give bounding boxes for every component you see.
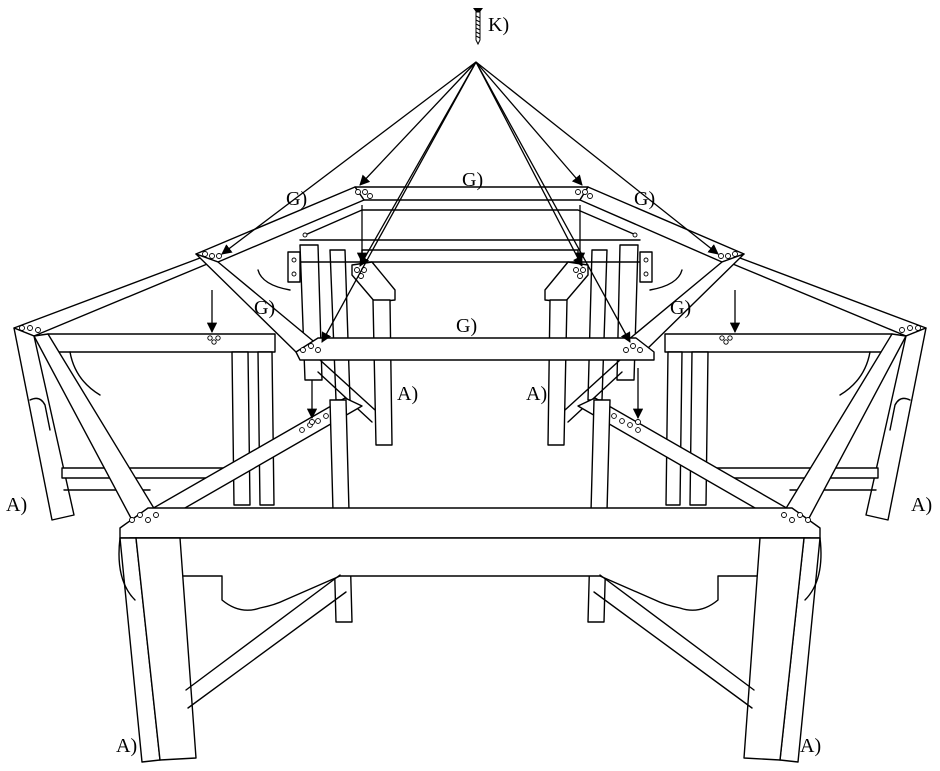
label-g-top-right: G) bbox=[634, 188, 655, 210]
label-a-front-right: A) bbox=[800, 735, 821, 757]
screw-icon bbox=[473, 8, 483, 46]
screw-arrows bbox=[206, 61, 741, 420]
inner-diagonal-rails bbox=[149, 397, 791, 513]
label-a-inner-left: A) bbox=[397, 383, 418, 405]
label-g-mid-left: G) bbox=[254, 297, 275, 319]
bracket-left bbox=[287, 251, 301, 283]
label-a-inner-right: A) bbox=[526, 383, 547, 405]
label-g-mid-right: G) bbox=[670, 297, 691, 319]
label-screw-k: K) bbox=[488, 14, 509, 36]
bracket-right bbox=[639, 251, 653, 283]
left-wing bbox=[13, 257, 291, 521]
front-section bbox=[118, 399, 822, 763]
top-hex-frame bbox=[195, 186, 745, 361]
label-a-front-left: A) bbox=[116, 735, 137, 757]
part-labels: K) G) G) G) G) G) G) A) A) A) A) A) A) bbox=[6, 14, 932, 757]
label-g-top: G) bbox=[462, 169, 483, 191]
label-g-front: G) bbox=[456, 315, 477, 337]
label-a-outer-left: A) bbox=[6, 494, 27, 516]
screw-holes bbox=[19, 189, 921, 523]
label-a-outer-right: A) bbox=[911, 494, 932, 516]
label-g-top-left: G) bbox=[286, 188, 307, 210]
